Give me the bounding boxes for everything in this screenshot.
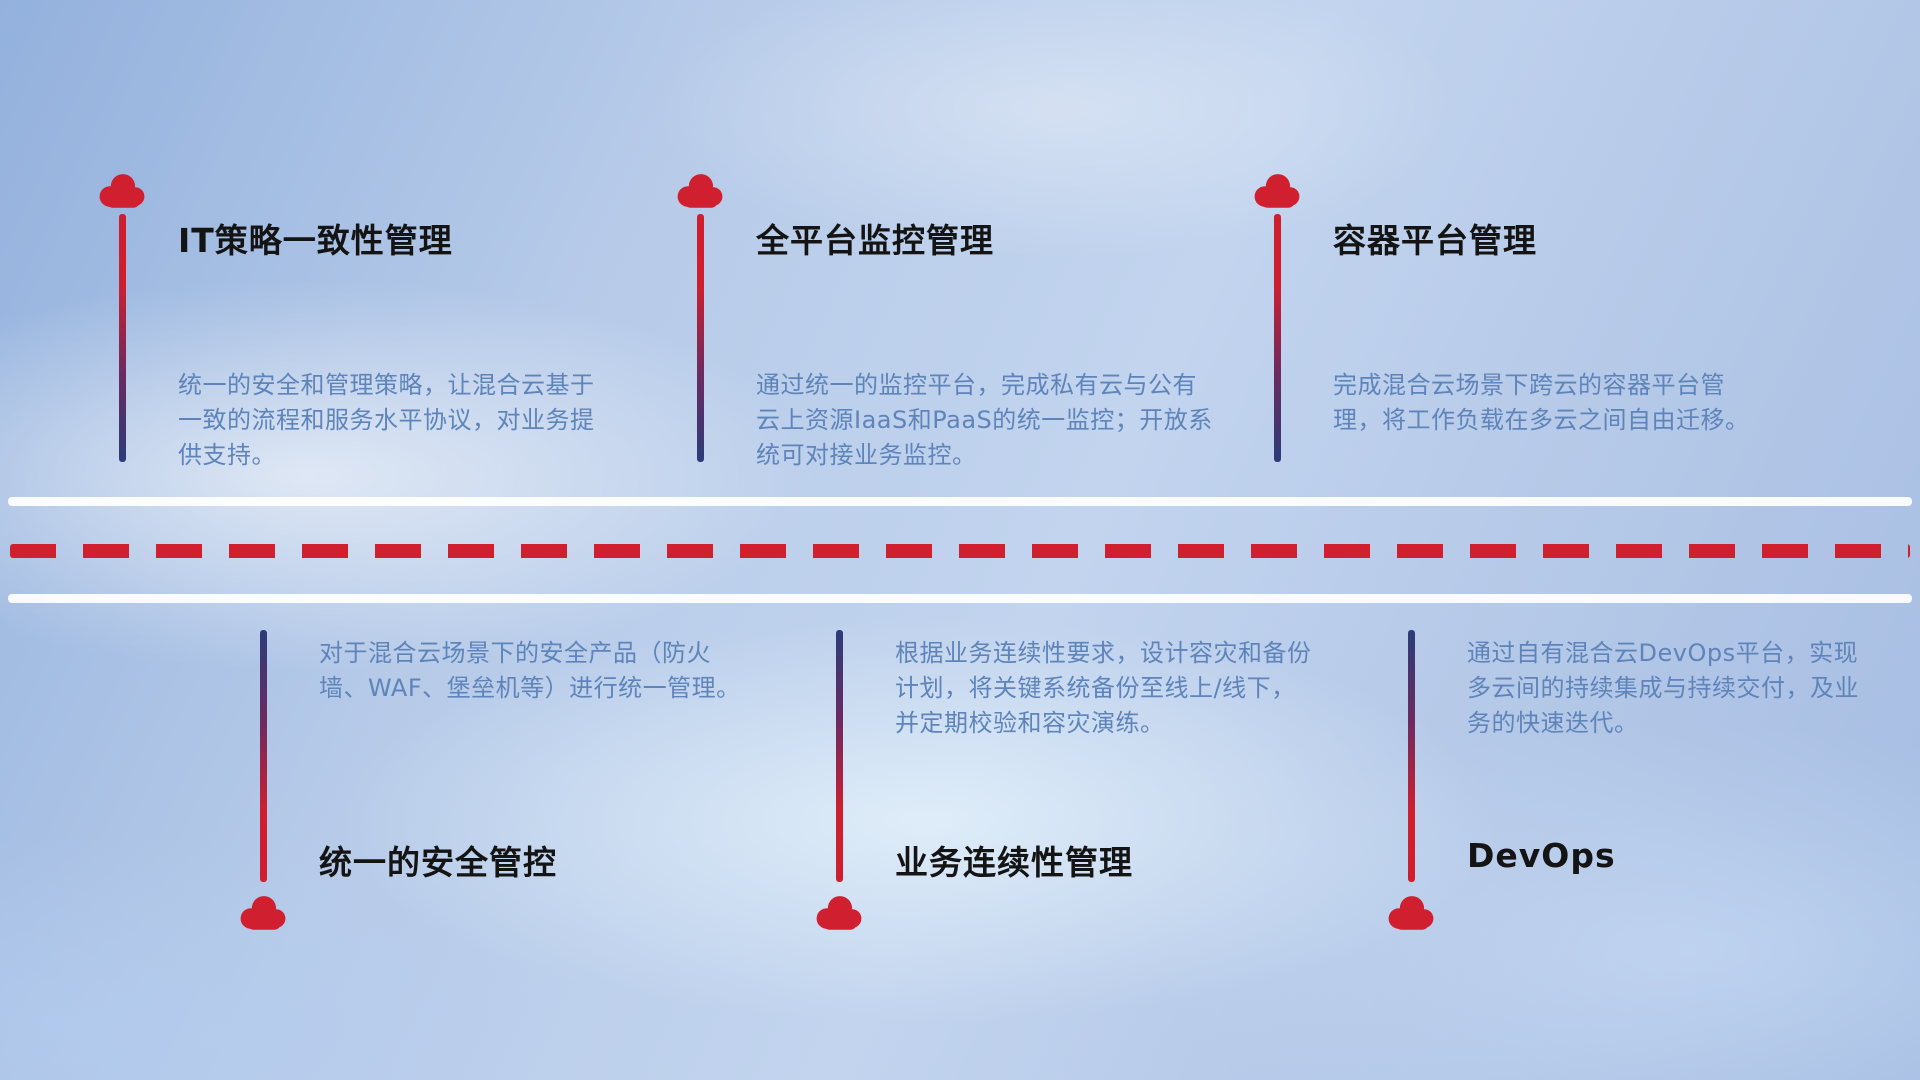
- connector-line: [119, 214, 126, 462]
- cloud-icon: [94, 170, 150, 210]
- divider-line-top: [8, 497, 1912, 506]
- cloud-icon: [672, 170, 728, 210]
- connector-line: [697, 214, 704, 462]
- connector-line: [1274, 214, 1281, 462]
- feature-title: 业务连续性管理: [895, 843, 1133, 882]
- dashed-timeline: [10, 544, 1910, 558]
- feature-title: 统一的安全管控: [319, 843, 557, 882]
- feature-description: 对于混合云场景下的安全产品（防火墙、WAF、堡垒机等）进行统一管理。: [319, 639, 741, 702]
- feature-description: 完成混合云场景下跨云的容器平台管理，将工作负载在多云之间自由迁移。: [1333, 371, 1750, 434]
- cloud-icon: [811, 892, 867, 932]
- feature-description: 通过统一的监控平台，完成私有云与公有云上资源IaaS和PaaS的统一监控；开放系…: [756, 371, 1213, 469]
- connector-line: [260, 630, 267, 882]
- feature-description: 通过自有混合云DevOps平台，实现多云间的持续集成与持续交付，及业务的快速迭代…: [1467, 639, 1859, 737]
- connector-line: [836, 630, 843, 882]
- feature-title: IT策略一致性管理: [178, 221, 453, 260]
- cloud-icon: [1383, 892, 1439, 932]
- feature-title: 容器平台管理: [1333, 221, 1537, 260]
- feature-title: DevOps: [1467, 836, 1616, 875]
- feature-description: 统一的安全和管理策略，让混合云基于一致的流程和服务水平协议，对业务提供支持。: [178, 371, 595, 469]
- feature-description: 根据业务连续性要求，设计容灾和备份计划，将关键系统备份至线上/线下，并定期校验和…: [895, 639, 1312, 737]
- connector-line: [1408, 630, 1415, 882]
- divider-line-bottom: [8, 594, 1912, 603]
- cloud-icon: [235, 892, 291, 932]
- cloud-icon: [1249, 170, 1305, 210]
- feature-title: 全平台监控管理: [756, 221, 994, 260]
